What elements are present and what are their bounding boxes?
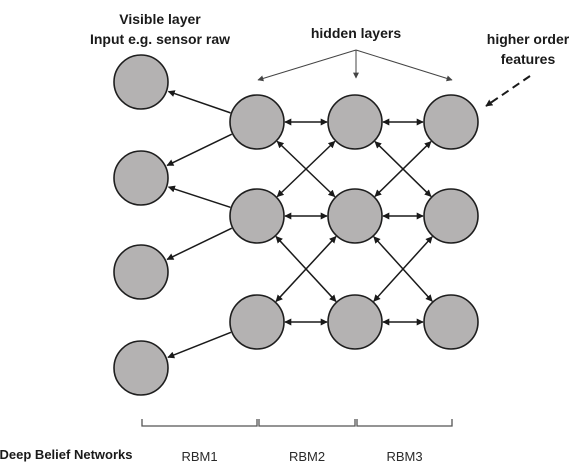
hidden-node [423,94,479,150]
hidden-node [327,94,383,150]
hidden-connection [276,140,336,198]
visible-node [113,340,169,396]
hidden-node [229,188,285,244]
hidden-node [423,188,479,244]
hidden-node [229,94,285,150]
rbm-bracket [356,419,453,427]
hidden-connection [374,141,432,197]
visible-node [113,150,169,206]
visible-layer-subtitle: Input e.g. sensor raw [90,31,230,47]
hidden-node [229,294,285,350]
hidden-node [327,294,383,350]
connections [166,90,433,359]
rbm-brackets: RBM1 RBM2 RBM3 [141,419,453,464]
dbn-caption: Deep Belief Networks [0,447,132,462]
visible-connection [167,185,231,208]
hidden-connection [373,236,433,302]
rbm-label: RBM2 [289,449,325,464]
visible-node [113,54,169,110]
visible-connection [167,331,232,359]
hidden-node [327,188,383,244]
hidden-label-pointer [355,49,453,82]
nodes [113,54,479,396]
higher-order-subtitle: features [501,51,556,67]
hidden-node [423,294,479,350]
hidden-label-pointer [257,49,357,82]
rbm-bracket [258,419,356,427]
rbm-bracket [141,419,258,427]
hidden-connection [275,236,337,302]
pointer-arrows [257,49,531,107]
rbm-label: RBM1 [181,449,217,464]
visible-connection [167,90,231,114]
higher-order-pointer [485,75,531,107]
visible-connection [166,133,233,167]
rbm-label: RBM3 [386,449,422,464]
visible-node [113,244,169,300]
visible-connection [166,227,233,261]
hidden-layers-title: hidden layers [311,25,401,41]
visible-layer-title: Visible layer [119,11,201,27]
higher-order-title: higher order [487,31,570,47]
